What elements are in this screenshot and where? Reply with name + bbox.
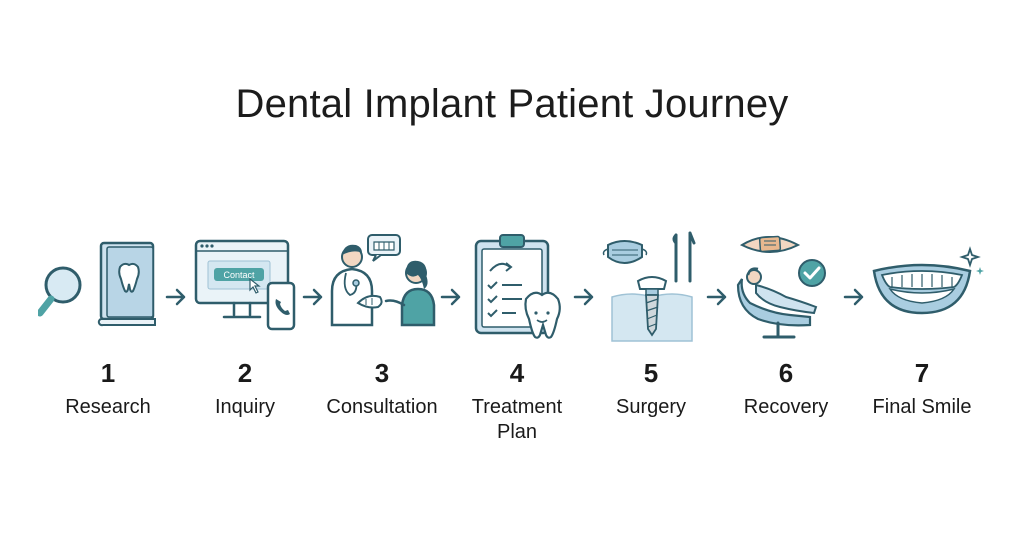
step-label-surgery: Surgery — [615, 396, 687, 418]
step-label-recovery: Recovery — [743, 396, 829, 418]
dentist-and-patient-icon — [330, 234, 436, 327]
step-number: 2 — [237, 358, 253, 388]
step-label-consultation: Consultation — [326, 396, 438, 418]
smile-sparkle-icon — [872, 246, 984, 315]
arrow-right-icon — [302, 288, 323, 306]
clipboard-and-tooth-icon — [474, 234, 561, 339]
arrow-right-icon — [440, 288, 461, 306]
arrow-right-icon — [843, 288, 864, 306]
contact-button-label: Contact — [223, 270, 255, 280]
step-number: 1 — [100, 358, 116, 388]
mask-tools-implant-icon — [602, 231, 696, 342]
page-title: Dental Implant Patient Journey — [235, 82, 789, 126]
step-label-inquiry: Inquiry — [214, 396, 276, 418]
step-number: 6 — [778, 358, 794, 388]
magnifier-and-tooth-book-icon — [38, 241, 156, 327]
step-number: 7 — [914, 358, 930, 388]
journey-diagram: Contact — [0, 225, 1024, 455]
step-label-treatment-plan: Treatment Plan — [471, 396, 563, 443]
step-number: 3 — [374, 358, 390, 388]
arrow-right-icon — [706, 288, 727, 306]
step-label-final-smile: Final Smile — [872, 396, 972, 418]
patient-chair-check-icon — [736, 235, 826, 339]
step-label-research: Research — [65, 396, 151, 418]
step-number: 4 — [509, 358, 525, 388]
arrow-right-icon — [165, 288, 186, 306]
arrow-right-icon — [573, 288, 594, 306]
computer-and-phone-icon: Contact — [194, 239, 296, 331]
step-number: 5 — [643, 358, 659, 388]
